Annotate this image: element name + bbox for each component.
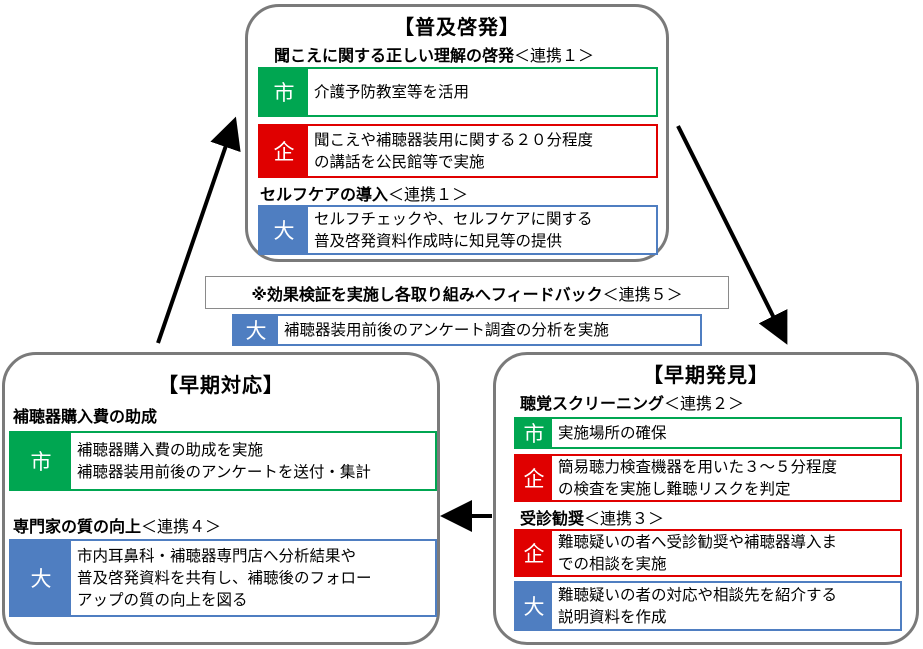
company-badge: 企 [260,126,308,176]
company-item: 企 簡易聴力検査機器を用いた３～５分程度 の検査を実施し難聴リスクを判定 [514,454,902,502]
item-text: セルフチェックや、セルフケアに関する 普及啓発資料作成時に知見等の提供 [314,210,593,250]
section-heading: 補聴器購入費の助成 [13,407,158,426]
city-item: 市 補聴器購入費の助成を実施 補聴器装用前後のアンケートを送付・集計 [9,431,437,491]
company-item: 企 聞こえや補聴器装用に関する２０分程度 の講話を公民館等で実施 [258,124,658,178]
item-text: 聞こえや補聴器装用に関する２０分程度 の講話を公民館等で実施 [314,131,594,171]
item-text: 介護予防教室等を活用 [314,83,470,101]
awareness-panel: 【普及啓発】 聞こえに関する正しい理解の啓発＜連携１＞ 市 介護予防教室等を活用… [245,4,669,262]
item-text: 簡易聴力検査機器を用いた３～５分程度 の検査を実施し難聴リスクを判定 [558,458,838,498]
item-text: 補聴器購入費の助成を実施 補聴器装用前後のアンケートを送付・集計 [77,441,371,481]
city-item: 市 実施場所の確保 [514,417,902,449]
panel-title: 【早期対応】 [158,373,284,397]
city-item: 市 介護予防教室等を活用 [258,67,658,117]
company-item: 企 難聴疑いの者へ受診勧奨や補聴器導入ま での相談を実施 [514,529,902,577]
university-badge: 大 [11,541,71,615]
section-heading: 受診勧奨＜連携３＞ [520,509,665,528]
city-badge: 市 [11,433,71,489]
university-item: 大 難聴疑いの者の対応や相談先を紹介する 説明資料を作成 [514,581,902,631]
item-text: 市内耳鼻科・補聴器専門店へ分析結果や 普及啓発資料を共有し、補聴後のフォロー ア… [77,547,372,609]
company-badge: 企 [516,531,552,575]
section-heading: 聞こえに関する正しい理解の啓発＜連携１＞ [274,46,595,65]
university-item: 大 セルフチェックや、セルフケアに関する 普及啓発資料作成時に知見等の提供 [258,205,658,255]
arrow-awareness-to-detection [676,125,788,345]
item-text: 実施場所の確保 [558,424,667,442]
panel-title: 【普及啓発】 [394,15,520,39]
item-text: 補聴器装用前後のアンケート調査の分析を実施 [284,321,609,339]
company-badge: 企 [516,456,552,500]
city-badge: 市 [260,69,308,115]
arrow-response-to-awareness [156,116,241,344]
panel-title: 【早期発見】 [643,363,769,387]
section-heading: 聴覚スクリーニング＜連携２＞ [520,394,745,413]
university-badge: 大 [260,207,308,253]
university-badge: 大 [234,316,278,344]
feedback-university-item: 大 補聴器装用前後のアンケート調査の分析を実施 [232,314,702,346]
section-heading: 専門家の質の向上＜連携４＞ [13,517,222,536]
city-badge: 市 [516,419,552,447]
university-item: 大 市内耳鼻科・補聴器専門店へ分析結果や 普及啓発資料を共有し、補聴後のフォロー… [9,539,437,617]
item-text: 難聴疑いの者へ受診勧奨や補聴器導入ま での相談を実施 [558,533,838,573]
early-response-panel: 【早期対応】 補聴器購入費の助成 市 補聴器購入費の助成を実施 補聴器装用前後の… [2,352,440,645]
section-heading: セルフケアの導入＜連携１＞ [260,185,469,204]
university-badge: 大 [516,583,552,629]
feedback-note: ※効果検証を実施し各取り組みへフィードバック＜連携５＞ [205,276,729,309]
early-detection-panel: 【早期発見】 聴覚スクリーニング＜連携２＞ 市 実施場所の確保 企 簡易聴力検査… [493,352,919,645]
item-text: 難聴疑いの者の対応や相談先を紹介する 説明資料を作成 [558,586,838,626]
